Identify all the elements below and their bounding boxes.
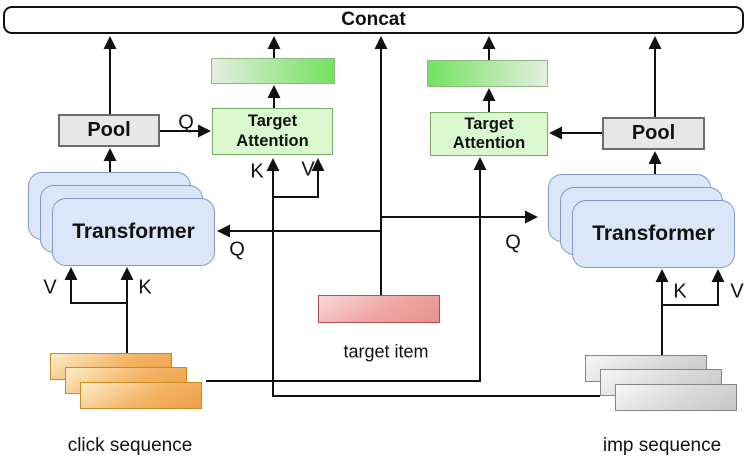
pool-box-left: Pool: [58, 114, 160, 147]
k-label-attention-left: K: [250, 160, 264, 183]
v-label-transformer-left: V: [43, 276, 57, 299]
v-label-transformer-right: V: [730, 280, 744, 303]
concat-box: Concat: [3, 6, 744, 34]
k-label-transformer-left: K: [138, 276, 152, 299]
pool-right-label: Pool: [631, 122, 676, 144]
click-sequence-label: click sequence: [67, 435, 193, 456]
k-label-transformer-right: K: [673, 280, 687, 303]
target-attention-left-line1: Target: [247, 112, 298, 131]
target-attention-right-line1: Target: [464, 114, 514, 133]
transformer-left-label: Transformer: [72, 220, 195, 243]
transformer-card-left-front: Transformer: [52, 198, 215, 266]
target-item-box: [318, 295, 440, 323]
target-item-label: target item: [343, 341, 429, 362]
wire-imp-v-to-transformer-right: [662, 269, 725, 306]
q-label-transformer-right: Q: [505, 231, 521, 254]
wire-imp-to-attention-left-k: [266, 158, 600, 397]
pool-left-label: Pool: [87, 119, 131, 141]
target-attention-box-left: Target Attention: [212, 108, 333, 155]
imp-sequence-label: imp sequence: [602, 435, 722, 456]
transformer-right-label: Transformer: [592, 222, 715, 245]
transformer-card-right-front: Transformer: [572, 200, 735, 268]
wire-attention-left-v-branch: [273, 158, 325, 198]
pool-box-right: Pool: [602, 117, 705, 150]
green-embedding-bar-left: [211, 58, 335, 84]
click-sequence-bar-front: [80, 382, 202, 409]
q-label-pool-left: Q: [178, 111, 194, 134]
concat-label: Concat: [341, 9, 406, 30]
target-attention-left-line2: Attention: [236, 131, 309, 150]
v-label-attention-left: V: [301, 158, 315, 181]
q-label-transformer-left: Q: [229, 238, 245, 261]
target-attention-right-line2: Attention: [452, 134, 526, 152]
green-embedding-bar-right: [427, 60, 548, 87]
imp-sequence-bar-front: [615, 384, 737, 411]
wire-click-to-attention-right: [206, 157, 487, 382]
wire-click-v-to-transformer-left: [64, 267, 127, 304]
target-attention-box-right: Target Attention: [430, 112, 548, 156]
